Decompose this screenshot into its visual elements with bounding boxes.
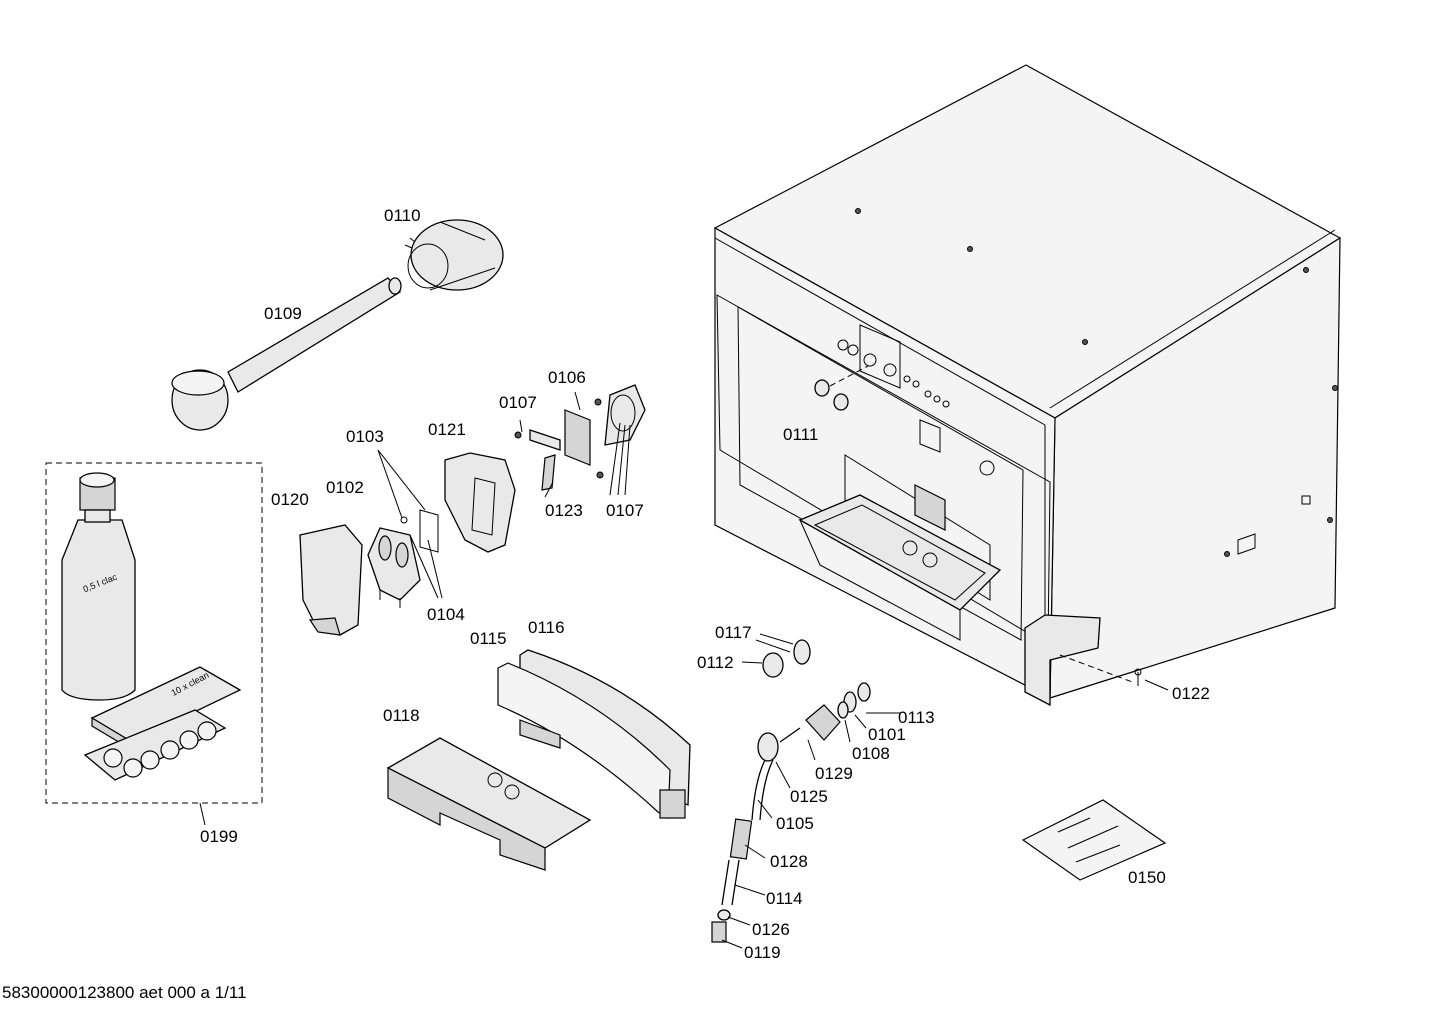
part-label-0128: 0128 xyxy=(770,852,808,871)
part-label-0102: 0102 xyxy=(326,478,364,497)
strainer-part xyxy=(404,219,504,291)
nozzle-part xyxy=(367,449,443,608)
part-label-0123: 0123 xyxy=(545,501,583,520)
part-label-0126: 0126 xyxy=(752,920,790,939)
part-label-0120: 0120 xyxy=(271,490,309,509)
part-label-0104: 0104 xyxy=(427,605,465,624)
valve-knob-parts xyxy=(741,633,811,678)
part-label-0114: 0114 xyxy=(766,889,803,908)
part-label-0129: 0129 xyxy=(815,764,853,783)
scoop-part xyxy=(171,277,402,431)
front-panel xyxy=(497,649,691,820)
part-label-0119: 0119 xyxy=(744,943,781,962)
part-label-0107-bottom: 0107 xyxy=(606,501,644,520)
part-label-0122: 0122 xyxy=(1172,684,1210,703)
part-label-0117: 0117 xyxy=(715,623,752,642)
part-label-0111: 0111 xyxy=(783,425,819,444)
grid-tray xyxy=(386,737,592,871)
switch-assembly xyxy=(514,384,646,496)
part-label-0125: 0125 xyxy=(790,787,828,806)
part-label-0109: 0109 xyxy=(264,304,302,323)
part-label-0108: 0108 xyxy=(852,744,890,763)
part-label-0105: 0105 xyxy=(776,814,814,833)
part-label-0106: 0106 xyxy=(548,368,586,387)
part-label-0113: 0113 xyxy=(898,708,935,727)
part-label-0110: 0110 xyxy=(384,206,421,225)
part-label-0115: 0115 xyxy=(470,629,507,648)
leader-lines xyxy=(199,391,1169,949)
document-footer: 58300000123800 aet 000 a 1/11 xyxy=(2,983,247,1002)
part-label-0121: 0121 xyxy=(428,420,466,439)
cup-part xyxy=(299,524,363,636)
part-label-0112: 0112 xyxy=(697,653,734,672)
part-label-0107-top: 0107 xyxy=(499,393,537,412)
cleaning-kit xyxy=(45,462,263,804)
screw-bag xyxy=(1021,799,1167,881)
cover-part xyxy=(444,452,516,553)
part-label-0103: 0103 xyxy=(346,427,384,446)
part-label-0101: 0101 xyxy=(868,725,906,744)
part-label-0199: 0199 xyxy=(200,827,238,846)
part-label-0118: 0118 xyxy=(383,706,420,725)
steam-tube-assembly xyxy=(711,682,871,943)
part-label-0116: 0116 xyxy=(528,618,565,637)
part-label-0150: 0150 xyxy=(1128,868,1166,887)
appliance-housing xyxy=(713,64,1342,707)
